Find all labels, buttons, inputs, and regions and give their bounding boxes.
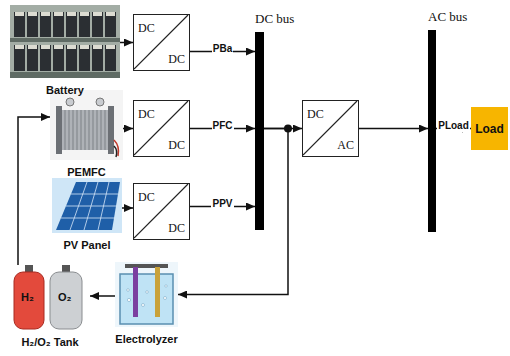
power-label: PLoad xyxy=(437,120,470,132)
text-holder: O₂ xyxy=(58,287,71,305)
text-holder: AC bus xyxy=(428,7,467,25)
image-caption: PV Panel xyxy=(63,239,110,252)
converter-label: DC xyxy=(307,107,324,121)
text-holder: Electrolyzer xyxy=(115,329,177,347)
text-holder: PPV xyxy=(211,193,233,211)
converter-label: DC xyxy=(138,21,155,35)
image-caption: PEMFC xyxy=(67,166,106,179)
text-holder: DC xyxy=(138,18,155,36)
pv-panel-picture xyxy=(52,178,122,233)
text-holder: Battery xyxy=(46,80,84,98)
power-label: PPV xyxy=(211,198,233,210)
component-picture: Electrolyzer xyxy=(115,262,178,327)
text-holder: DC xyxy=(168,218,185,236)
gas-label: H₂ xyxy=(21,291,34,304)
converter-label: DC xyxy=(138,190,155,204)
diagonal-line xyxy=(303,101,357,155)
text-holder: PFC xyxy=(212,115,234,133)
converter-box: DC DC xyxy=(133,100,190,157)
text-holder: AC xyxy=(337,135,354,153)
bus-bar: DC bus xyxy=(255,32,264,230)
diagonal-line xyxy=(134,15,188,69)
bus-label: AC bus xyxy=(428,9,467,24)
image-caption: Electrolyzer xyxy=(115,333,177,346)
gas-label: O₂ xyxy=(58,291,71,304)
converter-label: DC xyxy=(168,138,185,152)
converter-box: DC DC xyxy=(133,183,190,240)
text-holder: DC xyxy=(168,49,185,67)
text-holder: PV Panel xyxy=(63,235,110,253)
text-holder: DC xyxy=(138,104,155,122)
text-holder: DC xyxy=(168,135,185,153)
connector xyxy=(120,42,133,44)
connector xyxy=(359,128,428,130)
text-holder: DC xyxy=(138,187,155,205)
electrolyzer-picture xyxy=(115,262,178,327)
bus-label: DC bus xyxy=(255,11,294,26)
load-box: Load xyxy=(471,107,508,150)
image-caption: Battery xyxy=(46,84,84,97)
text-holder: DC xyxy=(307,104,324,122)
power-label: PBa xyxy=(212,43,233,55)
connector xyxy=(178,129,288,295)
fuel-cell-picture xyxy=(50,90,123,160)
connector xyxy=(123,128,133,130)
gas-tank-picture xyxy=(14,265,82,329)
diagonal-line xyxy=(134,184,188,238)
connector xyxy=(90,295,115,297)
text-holder: H₂ xyxy=(21,287,34,305)
image-caption: H₂/O₂ Tank xyxy=(21,336,78,349)
converter-box: DC AC xyxy=(302,100,359,157)
text-holder: PBa xyxy=(212,38,233,56)
text-holder: DC bus xyxy=(255,9,294,27)
text-holder: PLoad xyxy=(437,115,470,133)
text-holder: PEMFC xyxy=(67,162,106,180)
converter-label: DC xyxy=(168,52,185,66)
component-picture: PEMFC xyxy=(50,90,123,160)
converter-label: AC xyxy=(337,138,354,152)
power-label: PFC xyxy=(212,120,234,132)
diagonal-line xyxy=(134,101,188,155)
text-holder: H₂/O₂ Tank xyxy=(21,332,78,350)
battery-picture xyxy=(10,5,120,78)
connector xyxy=(18,117,50,265)
component-picture: Battery xyxy=(10,5,120,78)
converter-label: DC xyxy=(168,221,185,235)
converter-box: DC DC xyxy=(133,14,190,71)
bus-bar: AC bus xyxy=(428,30,436,232)
converter-label: DC xyxy=(138,107,155,121)
connector xyxy=(122,207,133,209)
component-picture: PV Panel xyxy=(52,178,122,233)
load-label: Load xyxy=(475,122,504,136)
